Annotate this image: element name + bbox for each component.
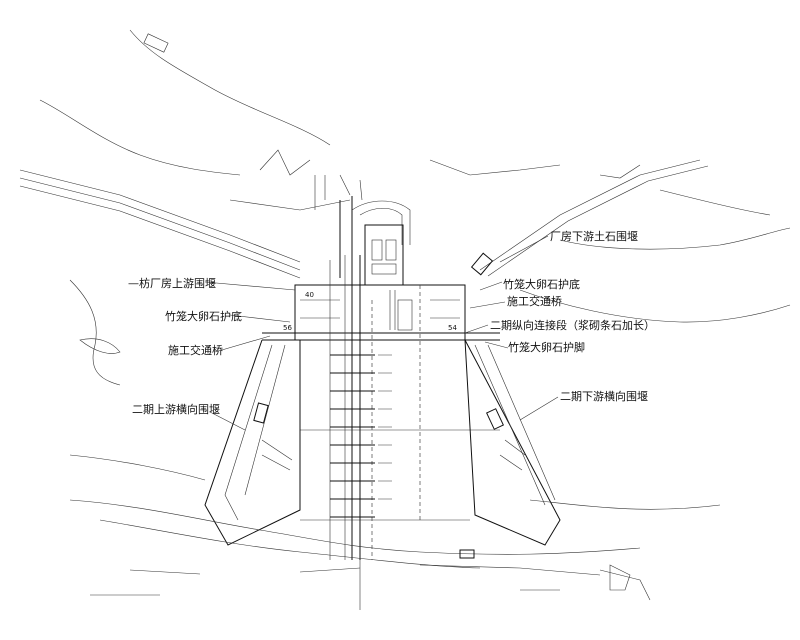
terrain-upper-left bbox=[19, 29, 351, 386]
stage2-upstream-cofferdam-shape bbox=[204, 339, 301, 546]
label-gabion-protection-right: 竹笼大卵石护底 bbox=[503, 277, 580, 291]
label-gabion-protection-left: 竹笼大卵石护底 bbox=[165, 309, 242, 323]
label-stage2-downstream-cofferdam: 二期下游横向围堰 bbox=[560, 389, 648, 403]
number-56: 56 bbox=[283, 324, 292, 332]
label-stage2-upstream-cofferdam: 二期上游横向围堰 bbox=[132, 402, 220, 416]
label-construction-bridge-right: 施工交通桥 bbox=[507, 294, 562, 308]
label-construction-bridge-left: 施工交通桥 bbox=[168, 343, 223, 357]
sluice-gates bbox=[300, 354, 500, 521]
powerhouse-area bbox=[314, 174, 411, 286]
dam-block bbox=[262, 255, 500, 560]
leader-lines bbox=[204, 235, 559, 431]
label-longitudinal-extension: 二期纵向连接段（浆砌条石加长） bbox=[490, 318, 655, 332]
label-powerhouse-upstream-cofferdam: —枋厂房上游围堰 bbox=[128, 276, 216, 290]
stage2-downstream-cofferdam-shape bbox=[464, 339, 561, 546]
terrain-upper-right bbox=[429, 159, 791, 323]
label-gabion-slope-protection: 竹笼大卵石护脚 bbox=[508, 340, 585, 354]
number-40: 40 bbox=[305, 291, 314, 299]
label-powerhouse-downstream-cofferdam: 厂房下游土石围堰 bbox=[550, 230, 638, 243]
terrain-lower bbox=[69, 454, 721, 610]
number-54: 54 bbox=[448, 324, 457, 332]
